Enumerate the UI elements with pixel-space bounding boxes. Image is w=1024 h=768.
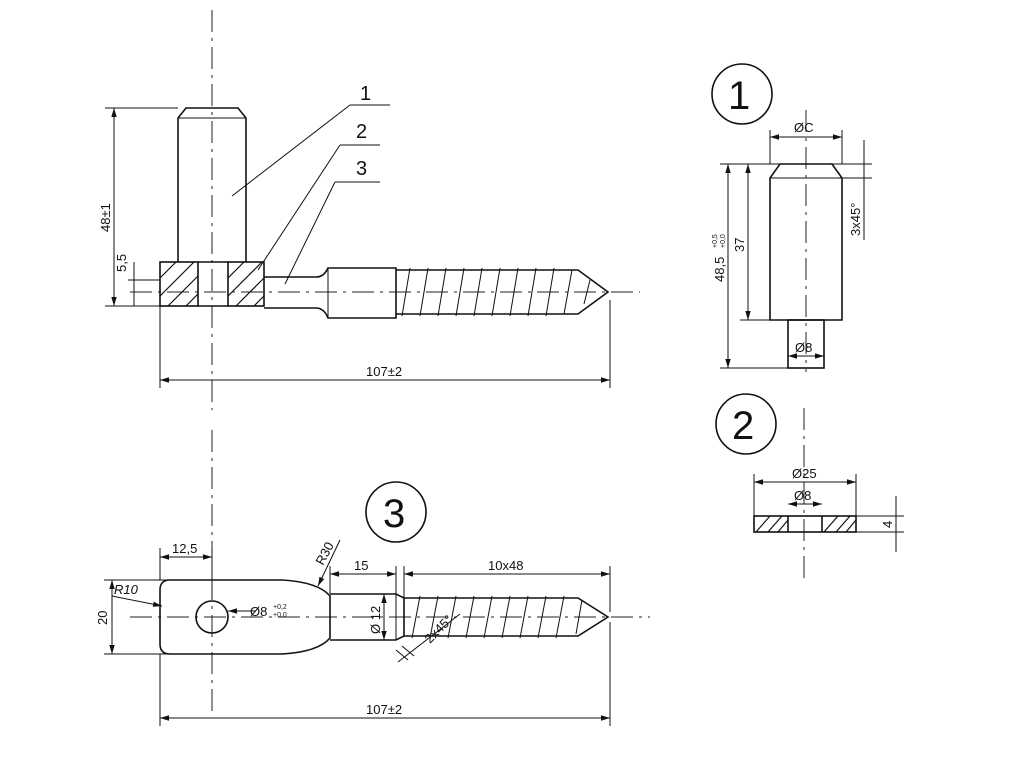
dim-hole-tol-upper: +0,2 [273,604,287,611]
dim-body-length: 37 [732,238,747,252]
screw-thread-lines [401,267,591,317]
washer-hatching [159,261,265,307]
dim-hole-tol-lower: +0,0 [273,612,287,619]
dim-chamfer-leader [397,613,461,663]
dim-total-length: 48,5 [712,257,727,282]
detail-3-circle [365,481,427,543]
detail-2-washer: 2 Ø25 Ø8 4 [715,393,904,580]
dim-shank-diameter: Ø 12 [368,606,383,634]
dim-inner-diameter: Ø8 [794,488,811,503]
dim-total-length-tol-upper: +0,5 [712,234,719,248]
dim-chamfer-text: 3x45° [848,203,863,236]
dim-thickness: 4 [880,521,895,528]
part-label-2: 2 [356,121,367,143]
washer-section [753,515,857,533]
dim-hole-diameter: Ø8 [250,604,267,619]
detail-1-callout: 1 [728,74,750,118]
part-label-3: 3 [356,158,367,180]
part-label-1: 1 [360,83,371,105]
detail-3-callout: 3 [383,492,405,536]
detail-2-circle [715,393,777,455]
hook-eye-plate [159,579,331,655]
dim-thread: 10x48 [488,558,523,573]
dim-neck-radius-line [317,539,341,587]
hook-screw-thread-lines [411,595,583,639]
dim-height-text: 48±1 [98,203,113,232]
dim-eye-radius: R10 [114,582,139,597]
dim-total-length-tol-lower: +0,0 [720,234,727,248]
dim-pin-diameter: Ø8 [795,340,812,355]
dim-neck-length: 15 [354,558,368,573]
pin-outline [177,107,247,262]
pin-stem [787,319,825,369]
hook-shank [264,267,397,319]
dim-eye-radius-line [111,595,163,607]
detail-1-pin: 1 ØC 3x45° 48,5 +0,5 +0,0 37 Ø8 [711,63,872,372]
part-leaders [231,104,390,285]
detail-3-hook: 3 12,5 R30 15 10x48 R10 [95,430,650,726]
dim-hook-length: 107±2 [366,702,402,717]
dim-eye-offset: 12,5 [172,541,197,556]
dim-washer-text: 5,5 [114,254,129,272]
dim-outer-diameter: Ø25 [792,466,817,481]
washer-left-section [159,261,199,307]
detail-1-circle [711,63,773,125]
detail-2-callout: 2 [732,404,754,448]
dim-diameter-c: ØC [794,120,814,135]
assembly-view: 1 2 3 48±1 5,5 107±2 [98,10,640,410]
washer-right-section [227,261,265,307]
hook-eye-hole [195,600,229,634]
dim-length-text: 107±2 [366,364,402,379]
washer-detail-hatching [755,515,857,533]
dim-width: 20 [95,611,110,625]
